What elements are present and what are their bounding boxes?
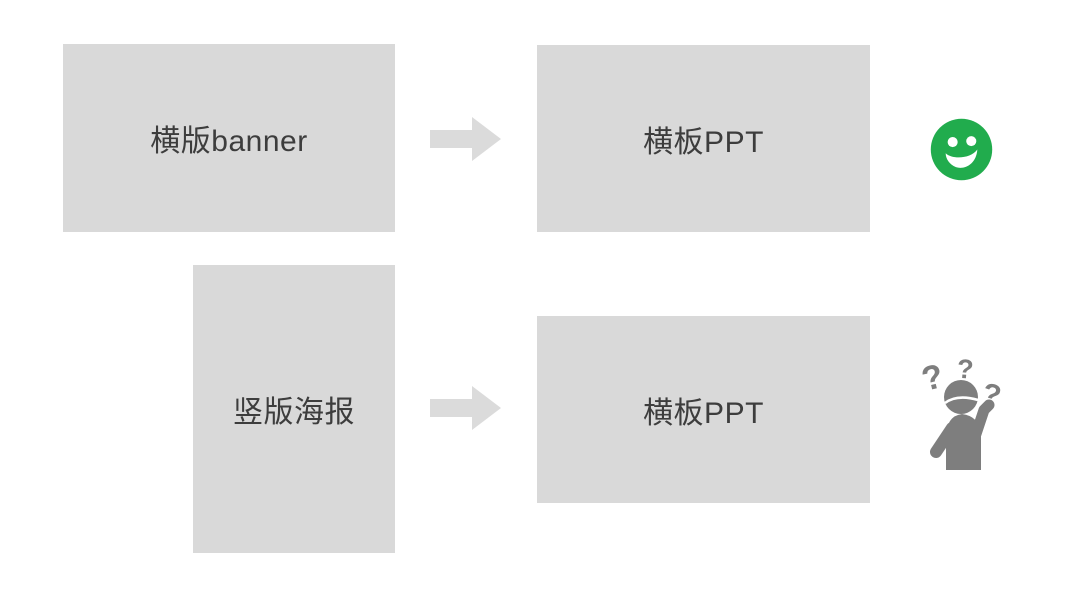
question-mark-left: ? bbox=[918, 357, 947, 399]
box-horizontal-ppt-top: 横板PPT bbox=[537, 45, 870, 232]
smiley-mouth bbox=[945, 149, 978, 168]
horizontal-ppt-top-label: 横板PPT bbox=[643, 125, 764, 159]
person-torso bbox=[946, 414, 981, 470]
happy-face-icon bbox=[930, 118, 993, 181]
right-arrow-icon bbox=[430, 117, 501, 161]
person-hair-line bbox=[944, 396, 979, 405]
box-horizontal-banner: 横版banner bbox=[63, 44, 395, 232]
confused-person-icon: ? ? ? bbox=[918, 354, 1005, 470]
right-arrow-icon bbox=[430, 386, 501, 430]
horizontal-banner-label: 横版banner bbox=[150, 125, 308, 158]
smiley-left-eye bbox=[947, 137, 958, 148]
vertical-poster-label: 竖版海报 bbox=[233, 396, 355, 429]
smiley-right-eye bbox=[966, 136, 977, 147]
question-mark-top: ? bbox=[956, 354, 975, 385]
box-horizontal-ppt-bottom: 横板PPT bbox=[537, 316, 870, 503]
box-vertical-poster: 竖版海报 bbox=[193, 265, 395, 553]
horizontal-ppt-bottom-label: 横板PPT bbox=[643, 396, 764, 430]
